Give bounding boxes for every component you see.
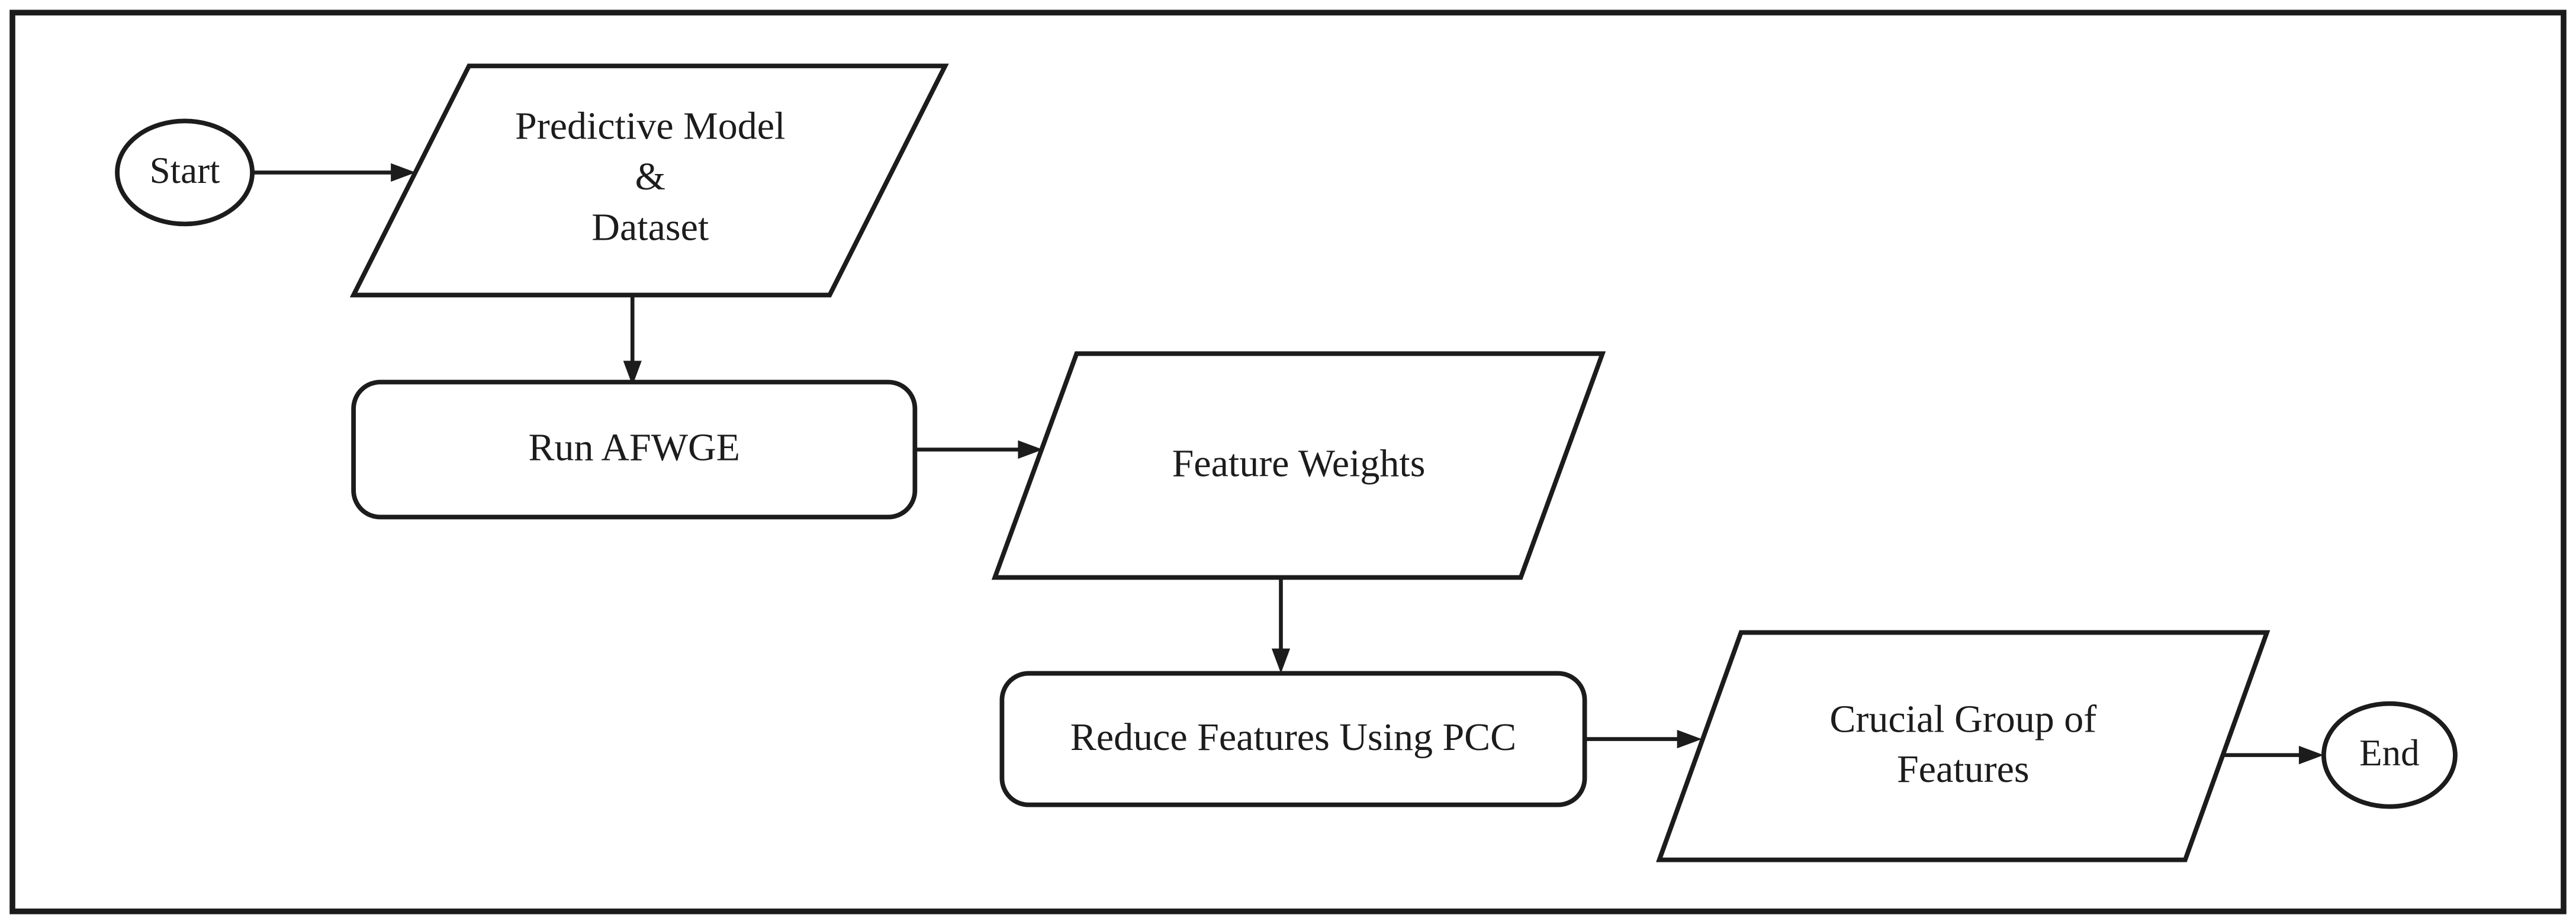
node-run-afwge: Run AFWGE [351, 379, 918, 520]
node-label-line: Dataset [591, 206, 709, 249]
node-crucial-group-features: Crucial Group of Features [1656, 630, 2271, 862]
node-label-start: Start [150, 150, 220, 191]
edge-run-afwge-to-feature-weights [915, 440, 1043, 459]
node-label-line: Features [1897, 748, 2030, 791]
start-terminator-ellipse [115, 118, 255, 227]
parallelogram-shape [1656, 630, 2271, 862]
node-label-feature-weights: Feature Weights [1172, 442, 1426, 485]
edge-crucial-group-to-end [2222, 746, 2324, 765]
node-predictive-model-dataset: Predictive Model & Dataset [349, 63, 949, 298]
arrowhead [1677, 730, 1702, 749]
edge-predictive-model-to-run-afwge [623, 295, 642, 386]
rounded-rect-shape [351, 379, 918, 520]
edge-reduce-features-to-crucial-group [1584, 730, 1702, 749]
parallelogram-shape [991, 351, 1606, 580]
node-start: Start [115, 118, 255, 227]
arrowhead [1018, 440, 1043, 459]
arrowhead [1271, 648, 1291, 674]
node-label-line: & [635, 155, 665, 198]
node-feature-weights: Feature Weights [991, 351, 1606, 580]
node-label-line: Predictive Model [515, 105, 785, 148]
arrowhead [623, 360, 642, 386]
rounded-rect-shape [999, 671, 1587, 807]
edge-start-to-predictive-model [252, 163, 416, 182]
node-label-end: End [2359, 732, 2419, 774]
node-label-run-afwge: Run AFWGE [528, 426, 740, 469]
parallelogram-shape [349, 63, 949, 298]
node-reduce-features-pcc: Reduce Features Using PCC [999, 671, 1587, 807]
edge-feature-weights-to-reduce-features [1271, 577, 1291, 674]
arrowhead [2298, 746, 2324, 765]
node-label-reduce-features: Reduce Features Using PCC [1070, 716, 1516, 759]
diagram-border [9, 9, 2567, 915]
end-terminator-ellipse [2321, 701, 2458, 809]
arrowhead [391, 163, 416, 182]
node-label-line: Crucial Group of [1829, 698, 2096, 741]
node-end: End [2321, 701, 2458, 809]
